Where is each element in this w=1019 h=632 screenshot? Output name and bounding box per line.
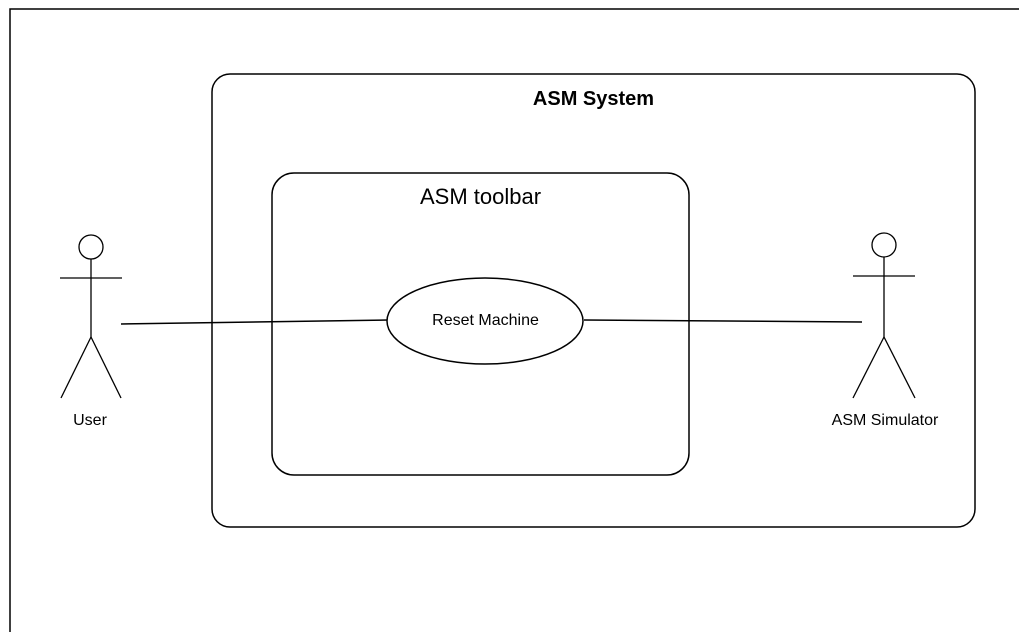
- use-case-label: Reset Machine: [432, 312, 539, 329]
- association-user-reset: [120, 319, 389, 325]
- diagram-frame: [9, 8, 1019, 632]
- use-case-reset-machine: [386, 277, 584, 365]
- system-title: ASM System: [532, 88, 655, 110]
- actor-simulator-label: ASM Simulator: [831, 412, 939, 429]
- subsystem-title: ASM toolbar: [419, 184, 542, 209]
- actor-user-icon: [60, 234, 122, 399]
- actor-user-label: User: [73, 412, 107, 429]
- actor-simulator-icon: [852, 232, 916, 399]
- system-boundary: [211, 73, 976, 528]
- toolbar-boundary: [271, 172, 690, 476]
- association-reset-simulator: [583, 319, 863, 323]
